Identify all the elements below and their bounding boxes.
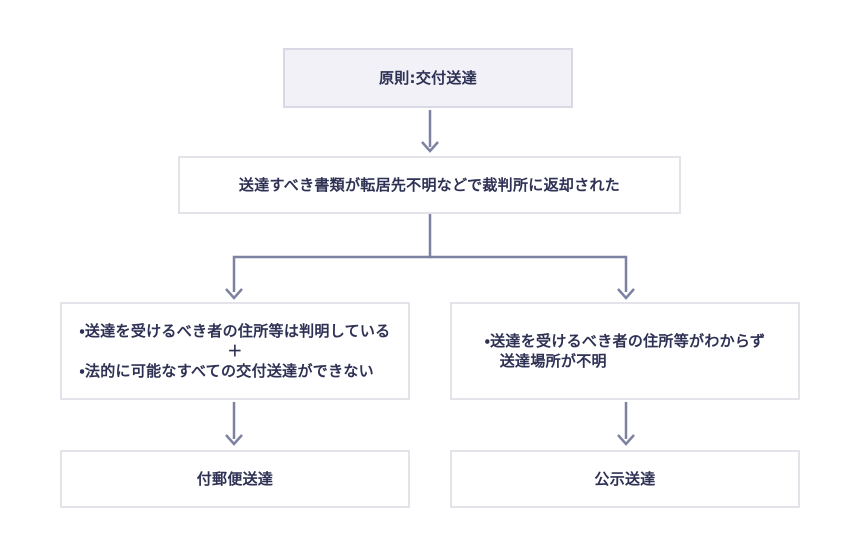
connector-root-to-condition bbox=[421, 110, 439, 153]
right-condition-box: ・送達を受けるべき者の住所等がわからず 送達場所が不明 bbox=[450, 302, 800, 400]
right-result-label: 公示送達 bbox=[594, 469, 656, 488]
arrow-down-icon bbox=[225, 288, 243, 300]
right-result-box: 公示送達 bbox=[450, 450, 800, 508]
connector-right-to-result bbox=[617, 402, 635, 446]
connector-branch bbox=[225, 214, 635, 300]
arrow-down-icon bbox=[225, 434, 243, 446]
arrow-down-icon bbox=[617, 288, 635, 300]
left-result-label: 付郵便送達 bbox=[196, 469, 274, 488]
left-result-box: 付郵便送達 bbox=[60, 450, 410, 508]
connector-left-to-result bbox=[225, 402, 243, 446]
left-condition-line1: ・送達を受けるべき者の住所等は判明している bbox=[79, 321, 391, 340]
condition-label: 送達すべき書類が転居先不明などで裁判所に返却された bbox=[238, 175, 621, 194]
root-label: 原則:交付送達 bbox=[378, 68, 478, 87]
left-condition-text: ・送達を受けるべき者の住所等は判明している ＋ ・法的に可能なすべての交付送達が… bbox=[80, 321, 391, 382]
right-condition-text: ・送達を受けるべき者の住所等がわからず 送達場所が不明 bbox=[485, 331, 766, 372]
right-condition-line1: ・送達を受けるべき者の住所等がわからず bbox=[484, 331, 766, 350]
left-condition-line2: ・法的に可能なすべての交付送達ができない bbox=[79, 362, 374, 381]
right-condition-line2: 送達場所が不明 bbox=[499, 352, 607, 370]
condition-box: 送達すべき書類が転居先不明などで裁判所に返却された bbox=[178, 156, 681, 214]
arrow-down-icon bbox=[421, 141, 439, 153]
left-condition-box: ・送達を受けるべき者の住所等は判明している ＋ ・法的に可能なすべての交付送達が… bbox=[60, 302, 410, 400]
left-condition-operator: ＋ bbox=[227, 341, 243, 360]
arrow-down-icon bbox=[617, 434, 635, 446]
root-box: 原則:交付送達 bbox=[283, 48, 573, 108]
